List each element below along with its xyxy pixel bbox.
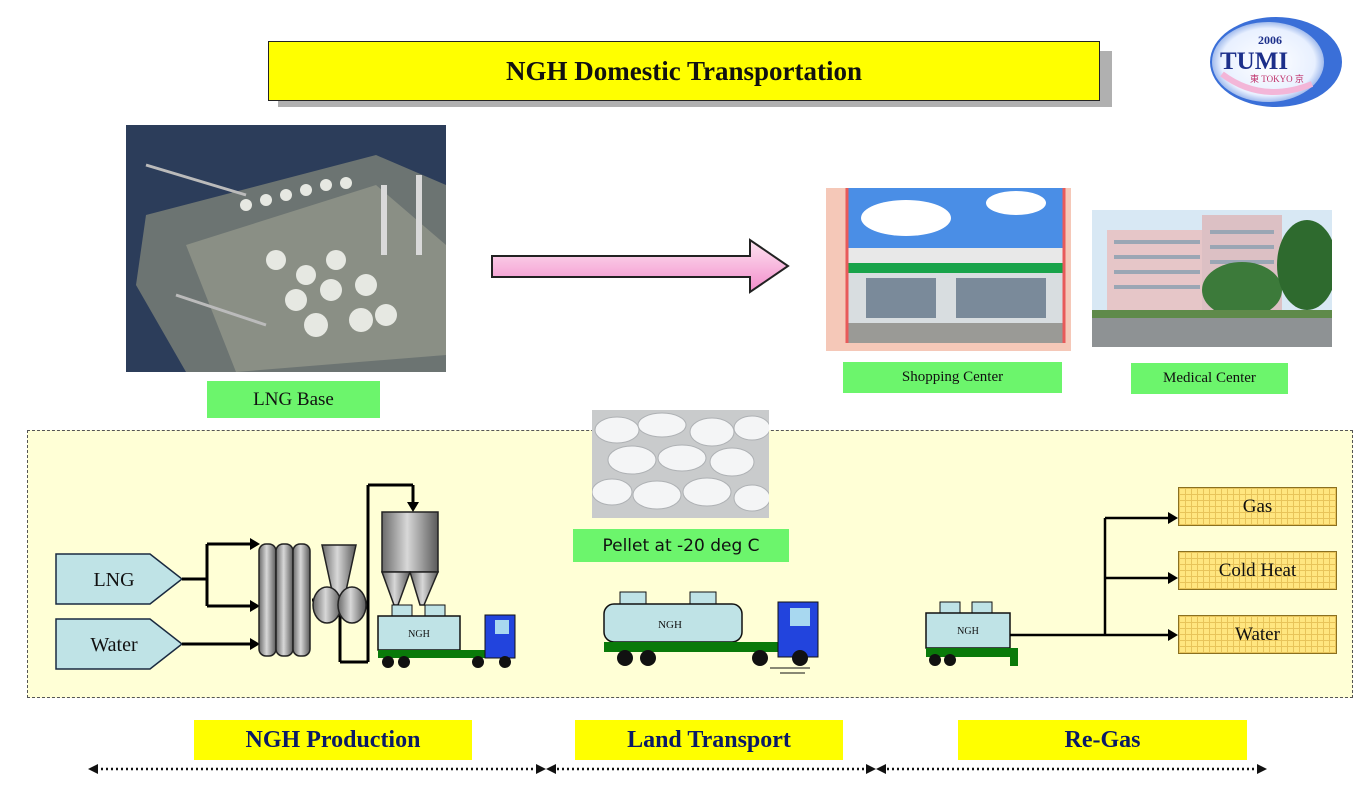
truck-production: NGH bbox=[377, 604, 516, 668]
water-input-arrow bbox=[55, 618, 184, 670]
lng-input-arrow bbox=[55, 553, 184, 605]
output-cold-heat: Cold Heat bbox=[1178, 551, 1337, 590]
output-gas: Gas bbox=[1178, 487, 1337, 526]
pellet-label: Pellet at -20 deg C bbox=[573, 529, 789, 562]
output-water: Water bbox=[1178, 615, 1337, 654]
truck-transport: NGH bbox=[603, 591, 819, 674]
lng-input-label: LNG bbox=[93, 569, 134, 591]
lng-base-photo bbox=[126, 125, 446, 372]
stage-span-arrows bbox=[88, 764, 1267, 774]
truck-regas: NGH bbox=[925, 601, 1018, 666]
page-title: NGH Domestic Transportation bbox=[268, 41, 1100, 101]
shopping-center-photo bbox=[826, 188, 1071, 351]
process-panel bbox=[27, 430, 1353, 698]
process-diagram: LNG Water NGH bbox=[55, 483, 1178, 674]
water-input-label: Water bbox=[90, 634, 138, 656]
logo-name: TUMI bbox=[1220, 48, 1288, 75]
truck-regas-label: NGH bbox=[957, 626, 979, 637]
medical-center-photo bbox=[1092, 210, 1332, 347]
stage-land-transport: Land Transport bbox=[575, 720, 843, 760]
logo-year: 2006 bbox=[1258, 33, 1282, 47]
transport-arrow bbox=[491, 238, 790, 294]
medical-center-label: Medical Center bbox=[1131, 363, 1288, 394]
stage-ngh-production: NGH Production bbox=[194, 720, 472, 760]
pellet-photo bbox=[592, 410, 769, 518]
stage-re-gas: Re-Gas bbox=[958, 720, 1247, 760]
svg-text:東 TOKYO 京: 東 TOKYO 京 bbox=[1250, 73, 1304, 84]
truck-transport-label: NGH bbox=[658, 619, 682, 631]
lng-base-label: LNG Base bbox=[207, 381, 380, 418]
truck-production-label: NGH bbox=[408, 629, 430, 640]
shopping-center-label: Shopping Center bbox=[843, 362, 1062, 393]
tumi-logo: 2006 TUMI 東 TOKYO 京 bbox=[1210, 17, 1342, 107]
